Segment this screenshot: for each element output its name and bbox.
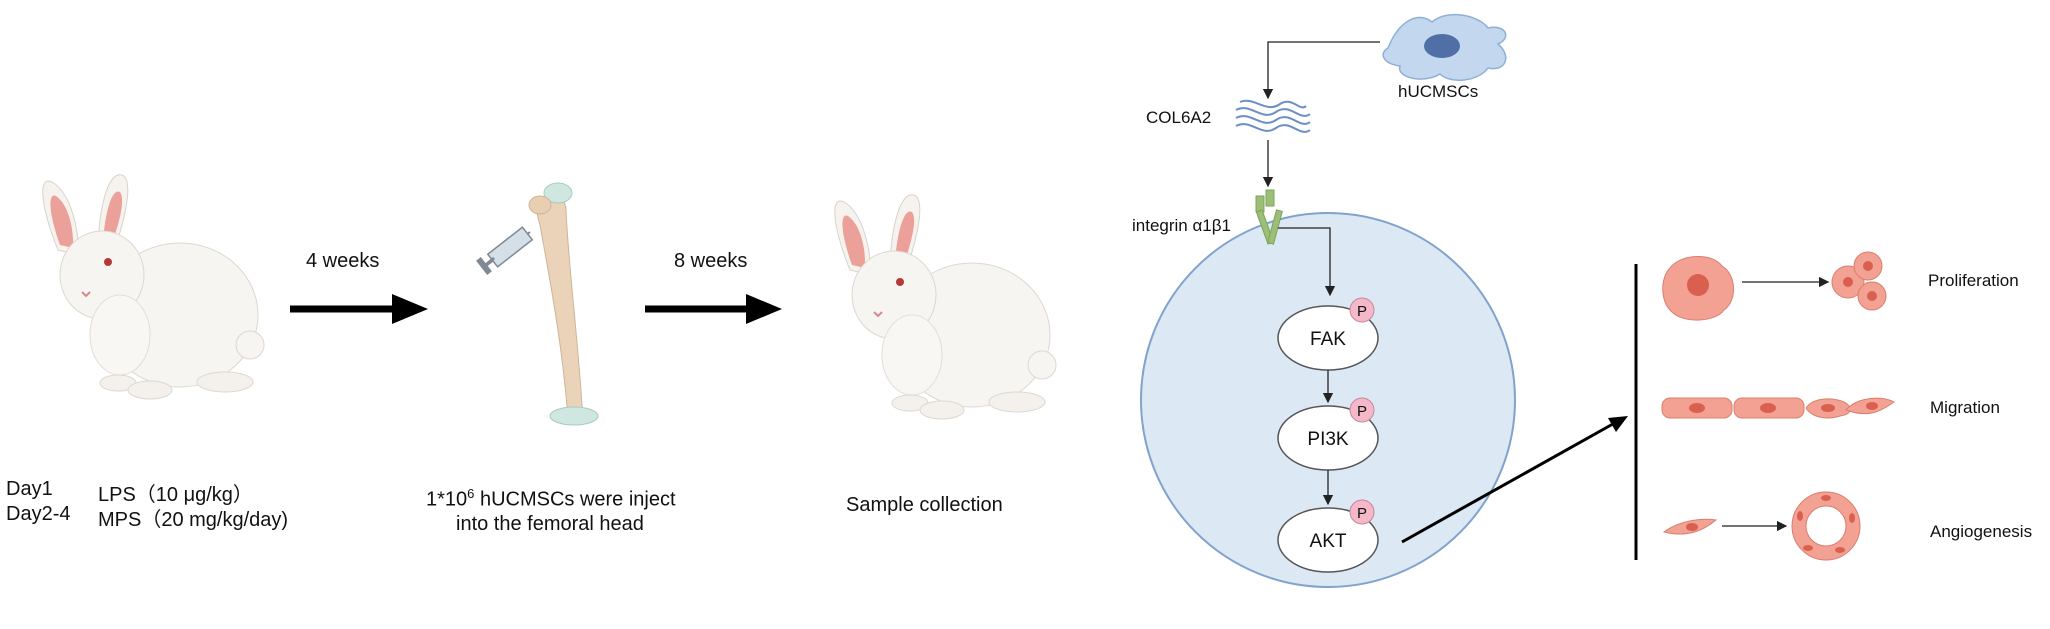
step2-duration: 8 weeks (674, 250, 748, 272)
integrin-receptor-icon (1255, 189, 1283, 245)
akt-phospho-label: P (1357, 505, 1367, 522)
migration-cells-icon (1661, 397, 1895, 419)
hucmsc-label: hUCMSCs (1398, 82, 1479, 101)
rabbit-before-icon (42, 174, 265, 400)
injection-line2: into the femoral head (456, 513, 644, 535)
pi3k-phospho-badge (1349, 397, 1375, 423)
femur-bone-icon (528, 182, 599, 426)
injection-line1: 1*106 hUCMSCs were inject (426, 486, 676, 512)
col6a2-label: COL6A2 (1146, 108, 1212, 127)
cell-to-col6a2-connector (1262, 41, 1380, 100)
fak-label: FAK (1310, 329, 1346, 350)
day1-label: Day1 (6, 478, 53, 500)
angiogenesis-single-cell-icon (1662, 518, 1718, 535)
hucmsc-cell-icon (1382, 13, 1507, 81)
outcome-migration: Migration (1930, 398, 2000, 417)
fak-phospho-label: P (1357, 303, 1367, 320)
outcome-angiogenesis: Angiogenesis (1930, 522, 2033, 541)
injection-line1-rest: hUCMSCs were inject (474, 488, 676, 511)
proliferation-cell-icon (1662, 255, 1734, 321)
angiogenesis-vessel-icon (1791, 491, 1861, 561)
sample-collection-label: Sample collection (846, 494, 1003, 516)
akt-to-outcomes-arrow (1401, 418, 1621, 544)
arrow-8-weeks (645, 294, 782, 324)
fak-phospho-badge (1349, 297, 1375, 323)
akt-label: AKT (1310, 531, 1347, 552)
col6a2-fiber-icon (1235, 99, 1311, 133)
injection-prefix: 1*10 (426, 488, 468, 511)
day24-treatment: MPS（20 mg/kg/day) (98, 509, 289, 531)
proliferation-daughter-cells-icon (1831, 251, 1887, 311)
arrow-4-weeks (290, 294, 428, 324)
rabbit-after-icon (834, 194, 1057, 420)
akt-phospho-badge (1349, 499, 1375, 525)
syringe-icon (476, 226, 534, 275)
outcome-proliferation: Proliferation (1928, 271, 2019, 290)
pi3k-node (1277, 397, 1379, 471)
day24-label: Day2-4 (6, 503, 71, 525)
akt-node (1277, 499, 1379, 573)
pi3k-phospho-label: P (1357, 403, 1367, 420)
akt-to-outcomes-arrowhead (1608, 416, 1628, 432)
integrin-label: integrin α1β1 (1132, 216, 1231, 235)
receptor-to-fak-connector (1278, 227, 1336, 297)
day1-treatment: LPS（10 μg/kg） (98, 484, 253, 506)
pi3k-label: PI3K (1307, 429, 1349, 450)
injection-exponent: 6 (467, 486, 475, 501)
step1-duration: 4 weeks (306, 250, 380, 272)
